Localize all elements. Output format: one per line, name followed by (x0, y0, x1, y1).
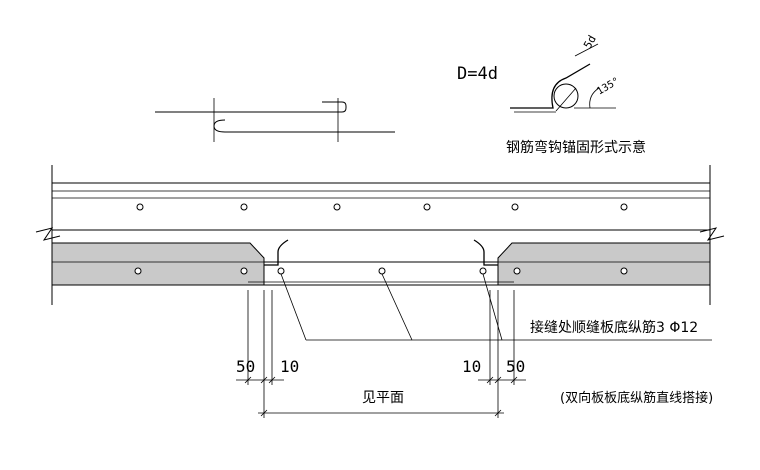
dimensions: 50 10 10 50 见平面 (双向板板底纵筋直线搭接) (236, 290, 713, 418)
dim-tick (486, 376, 494, 384)
precast-panel-right (497, 242, 711, 286)
dim-tick (494, 376, 502, 384)
hook-caption: 钢筋弯钩锚固形式示意 (506, 139, 646, 156)
remark-text: (双向板板底纵筋直线搭接) (560, 390, 713, 406)
rebar-dot (240, 267, 248, 275)
rebar-dot (136, 203, 144, 211)
seam-rebar-dot (277, 267, 285, 275)
hook-formula: D=4d (457, 64, 498, 84)
seam-hook-right (473, 239, 498, 266)
precast-panel-left (51, 242, 265, 286)
break-mark-right (699, 227, 725, 241)
lap-splice-sketch (155, 98, 395, 142)
rebar-dot (620, 203, 628, 211)
dim-tick (260, 409, 268, 417)
lower-bar-hook (213, 119, 395, 133)
rebar-dot (333, 203, 341, 211)
dim-left-outer: 50 (236, 357, 255, 376)
bend-mandrel (553, 83, 579, 109)
dim-tick (244, 376, 252, 384)
dim-right-outer: 50 (506, 357, 525, 376)
seam-rebar-dot (378, 267, 386, 275)
leader-middle (381, 273, 413, 341)
dim-right-inner: 10 (462, 357, 481, 376)
seam-rebar-dot (479, 267, 487, 275)
leader-right (482, 273, 503, 341)
rebar-note: 接缝处顺缝板底纵筋3 Φ12 (530, 319, 698, 336)
upper-bar-hook (322, 101, 347, 113)
hook-anchorage-detail: D=4d 5d 135° 钢筋弯钩锚固形式示意 (457, 33, 646, 156)
diameter-line (555, 87, 577, 112)
rebar-dot (134, 267, 142, 275)
hook-length-label: 5d (581, 33, 599, 51)
rebar-dot (620, 267, 628, 275)
leader-left (280, 273, 307, 341)
rebar-dot (423, 203, 431, 211)
dim-tick (494, 409, 502, 417)
slab-section: 接缝处顺缝板底纵筋3 Φ12 (35, 165, 725, 341)
break-mark-left (35, 227, 61, 241)
hook-bar-outer (510, 63, 591, 109)
rebar-dot (511, 203, 519, 211)
rebar-dot (513, 267, 521, 275)
hook-dim-line (574, 43, 599, 57)
hook-angle-label: 135° (595, 76, 621, 98)
dim-tick (510, 376, 518, 384)
rebar-dot (240, 203, 248, 211)
dim-tick (268, 376, 276, 384)
dim-left-inner: 10 (280, 357, 299, 376)
angle-arc (589, 87, 600, 109)
dim-span-label: 见平面 (362, 390, 404, 406)
seam-hook-left (264, 239, 289, 266)
dim-tick (260, 376, 268, 384)
